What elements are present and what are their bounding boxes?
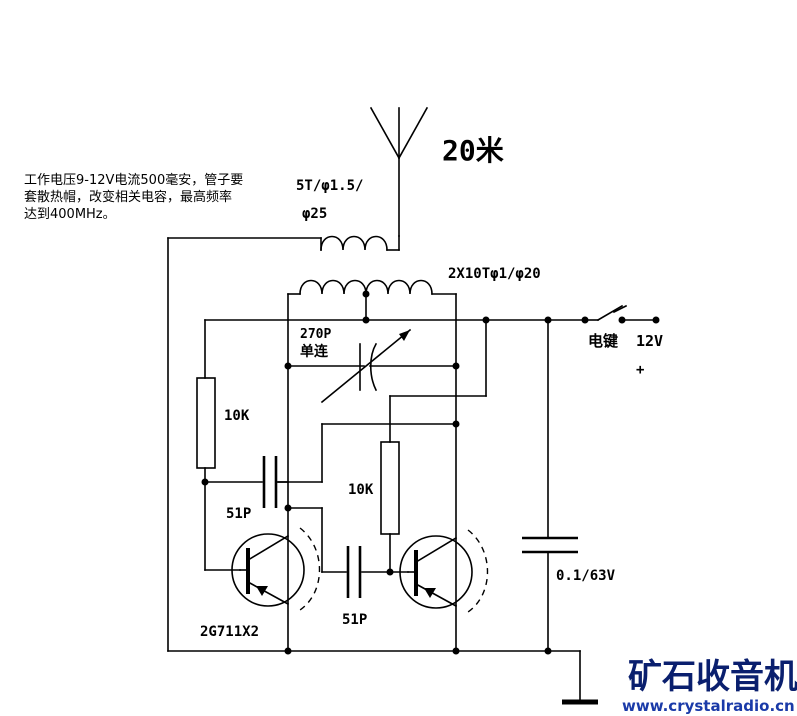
cap-left-label: 51P bbox=[226, 506, 251, 522]
resistor-right bbox=[380, 441, 400, 573]
coil2-spec: 2X10Tφ1/φ20 bbox=[448, 266, 541, 282]
antenna-symbol bbox=[369, 106, 429, 237]
note-line2: 套散热帽，改变相关电容，最高频率 bbox=[24, 189, 232, 205]
supply-label: 12V bbox=[636, 332, 663, 350]
transistor-left bbox=[231, 527, 321, 611]
tank-coil bbox=[287, 279, 457, 652]
resistor-left bbox=[196, 377, 241, 571]
var-cap-type: 单连 bbox=[300, 343, 329, 360]
transistor-right bbox=[399, 529, 489, 613]
coil1-spec-line2: φ25 bbox=[302, 206, 327, 222]
antenna-coil bbox=[167, 235, 400, 251]
bypass-capacitor bbox=[522, 536, 578, 554]
key-switch bbox=[612, 304, 628, 314]
note-line3: 达到400MHz。 bbox=[24, 207, 116, 222]
note-line1: 工作电压9-12V电流500毫安，管子要 bbox=[24, 172, 243, 188]
feedback-wiring bbox=[277, 319, 487, 483]
key-label: 电键 bbox=[588, 332, 618, 350]
supply-polarity: + bbox=[636, 362, 644, 378]
transistor-label: 2G711X2 bbox=[200, 624, 259, 640]
variable-capacitor bbox=[287, 328, 457, 404]
watermark-title: 矿石收音机 bbox=[628, 657, 797, 697]
antenna-length-label: 20米 bbox=[442, 134, 504, 167]
bypass-cap-label: 0.1/63V bbox=[556, 568, 616, 584]
watermark-url: www.crystalradio.cn bbox=[622, 697, 795, 715]
supply-rail bbox=[204, 304, 657, 652]
junction-dots bbox=[201, 290, 660, 655]
resistor-right-label: 10K bbox=[348, 482, 374, 498]
coil1-spec-line1: 5T/φ1.5/ bbox=[296, 178, 363, 194]
ground-return-wire bbox=[167, 237, 598, 705]
resistor-left-label: 10K bbox=[224, 408, 250, 424]
capacitor-left bbox=[204, 456, 289, 508]
cap-mid-label: 51P bbox=[342, 612, 367, 628]
var-cap-value: 270P bbox=[300, 327, 331, 342]
